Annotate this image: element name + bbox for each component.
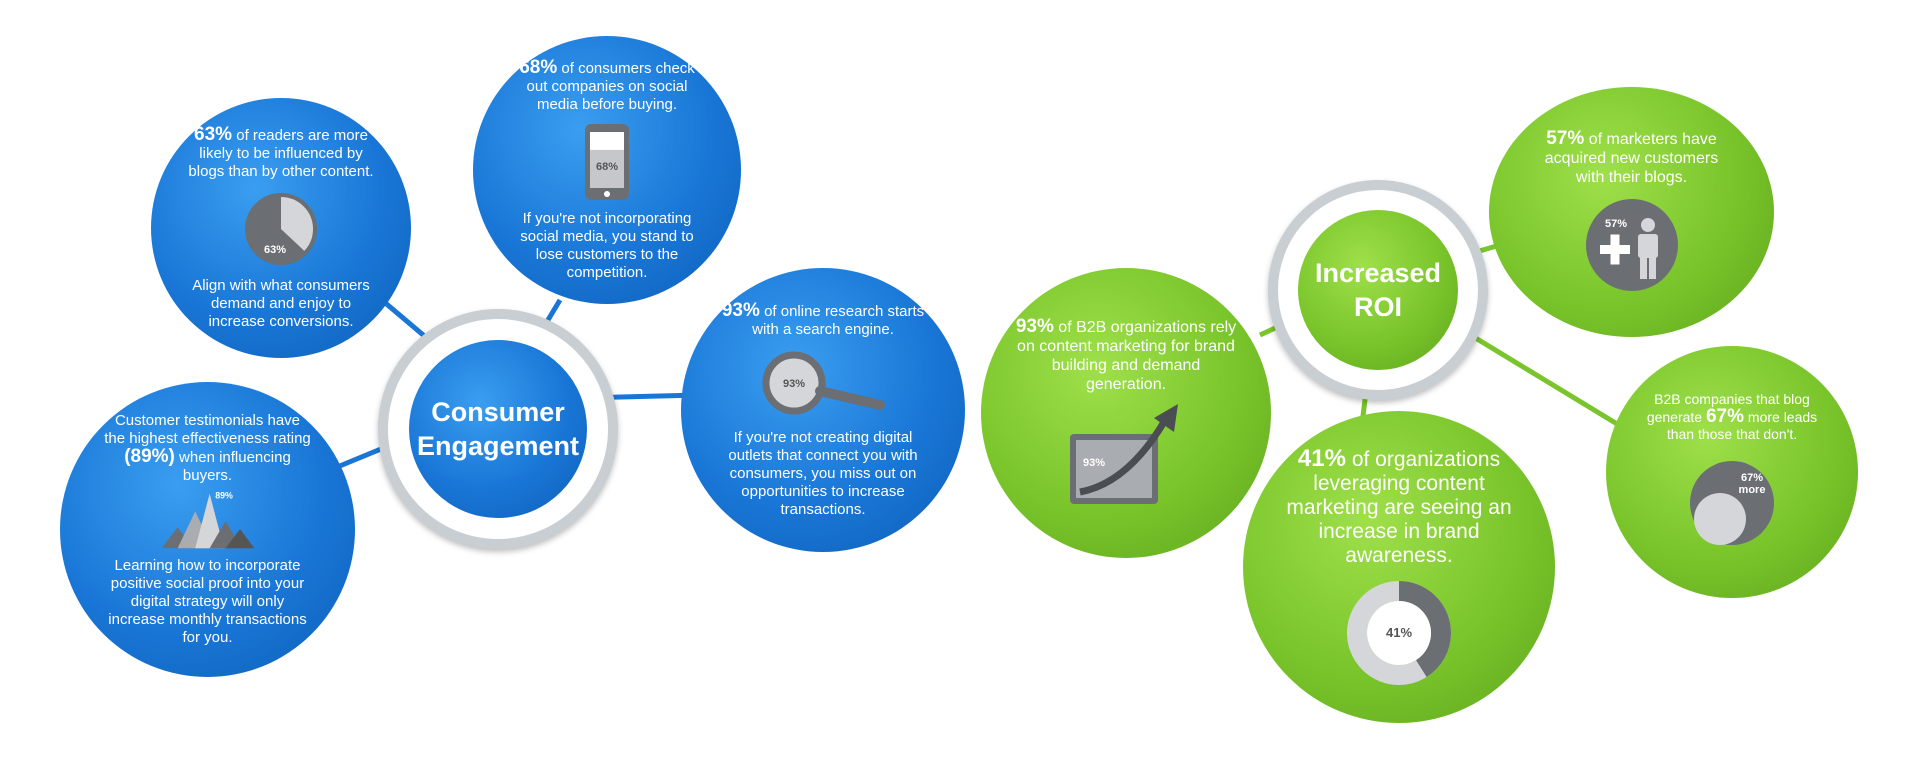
leads-stat-bubble: B2B companies that blog generate 67% mor… bbox=[1606, 346, 1858, 598]
blogs-text: of readers are more likely to be influen… bbox=[188, 126, 374, 180]
growth-arrow-icon: 93% bbox=[1070, 403, 1178, 504]
blogs-stat: 63% bbox=[194, 123, 233, 145]
nested-circles-icon: 67% more bbox=[1690, 461, 1774, 545]
b2b-stat-bubble: 93% of B2B organizations rely on content… bbox=[981, 268, 1271, 558]
consumer-hub-line1: Consumer bbox=[431, 397, 565, 427]
add-customer-icon: 57% bbox=[1585, 199, 1678, 291]
marketers-stat-bubble: 57% of marketers have acquired new custo… bbox=[1489, 87, 1774, 337]
awareness-text: of organizations leveraging content mark… bbox=[1286, 447, 1512, 567]
leads-stat: 67% bbox=[1705, 406, 1745, 427]
b2b-text: of B2B organizations rely on content mar… bbox=[1017, 318, 1237, 393]
leads-chart-label-1: 67% bbox=[1741, 472, 1763, 484]
marketers-text: of marketers have acquired new customers… bbox=[1544, 131, 1719, 186]
social-stat-bubble: 68% of consumers check out companies on … bbox=[473, 36, 741, 304]
awareness-stat-bubble: 41% of organizations leveraging content … bbox=[1243, 411, 1555, 723]
consumer-hub-line2: Engagement bbox=[416, 431, 580, 461]
testimonials-chart-label: 89% bbox=[215, 491, 233, 501]
roi-hub-line1: Increased bbox=[1314, 258, 1442, 288]
blogs-footer: Align with what consumers demand and enj… bbox=[192, 276, 370, 330]
leads-text-b: more leads than those that don't. bbox=[1666, 409, 1818, 442]
b2b-chart-label: 93% bbox=[1083, 457, 1105, 469]
blogs-chart-label: 63% bbox=[264, 244, 286, 256]
search-stat-bubble: 93% of online research starts with a sea… bbox=[681, 268, 965, 552]
leads-text-a: B2B companies that blog generate bbox=[1646, 391, 1810, 425]
social-text: of consumers check out companies on soci… bbox=[526, 59, 695, 113]
increased-roi-core: Increased ROI bbox=[1298, 210, 1458, 370]
phone-icon: 68% bbox=[585, 123, 629, 200]
awareness-chart-label: 41% bbox=[1386, 625, 1412, 640]
search-footer: If you're not creating digital outlets t… bbox=[728, 428, 918, 518]
peaks-chart-icon: 89% bbox=[161, 491, 254, 549]
social-chart-label: 68% bbox=[596, 161, 618, 173]
search-chart-label: 93% bbox=[783, 378, 805, 390]
social-stat: 68% bbox=[519, 56, 558, 78]
search-stat: 93% bbox=[721, 299, 760, 321]
b2b-stat: 93% bbox=[1015, 315, 1054, 337]
testimonials-text-b: when influencing buyers. bbox=[179, 449, 291, 484]
pie-chart-icon: 63% bbox=[245, 192, 317, 265]
magnifier-icon: 93% bbox=[762, 351, 885, 414]
testimonials-footer: Learning how to incorporate positive soc… bbox=[108, 557, 307, 646]
consumer-engagement-core: Consumer Engagement bbox=[409, 340, 587, 518]
testimonials-text-a: Customer testimonials have the highest e… bbox=[104, 412, 311, 447]
marketers-chart-label: 57% bbox=[1604, 218, 1626, 230]
blogs-stat-bubble: 63% of readers are more likely to be inf… bbox=[151, 98, 411, 358]
awareness-stat: 41% bbox=[1297, 444, 1346, 472]
marketers-stat: 57% bbox=[1546, 128, 1585, 149]
social-footer: If you're not incorporating social media… bbox=[520, 209, 694, 281]
search-text: of online research starts with a search … bbox=[752, 302, 925, 338]
roi-hub-line2: ROI bbox=[1353, 292, 1402, 322]
testimonials-stat: (89%) bbox=[124, 446, 175, 467]
donut-chart-icon: 41% bbox=[1347, 580, 1451, 685]
testimonials-stat-bubble: Customer testimonials have the highest e… bbox=[60, 382, 355, 677]
leads-chart-label-2: more bbox=[1739, 484, 1766, 496]
